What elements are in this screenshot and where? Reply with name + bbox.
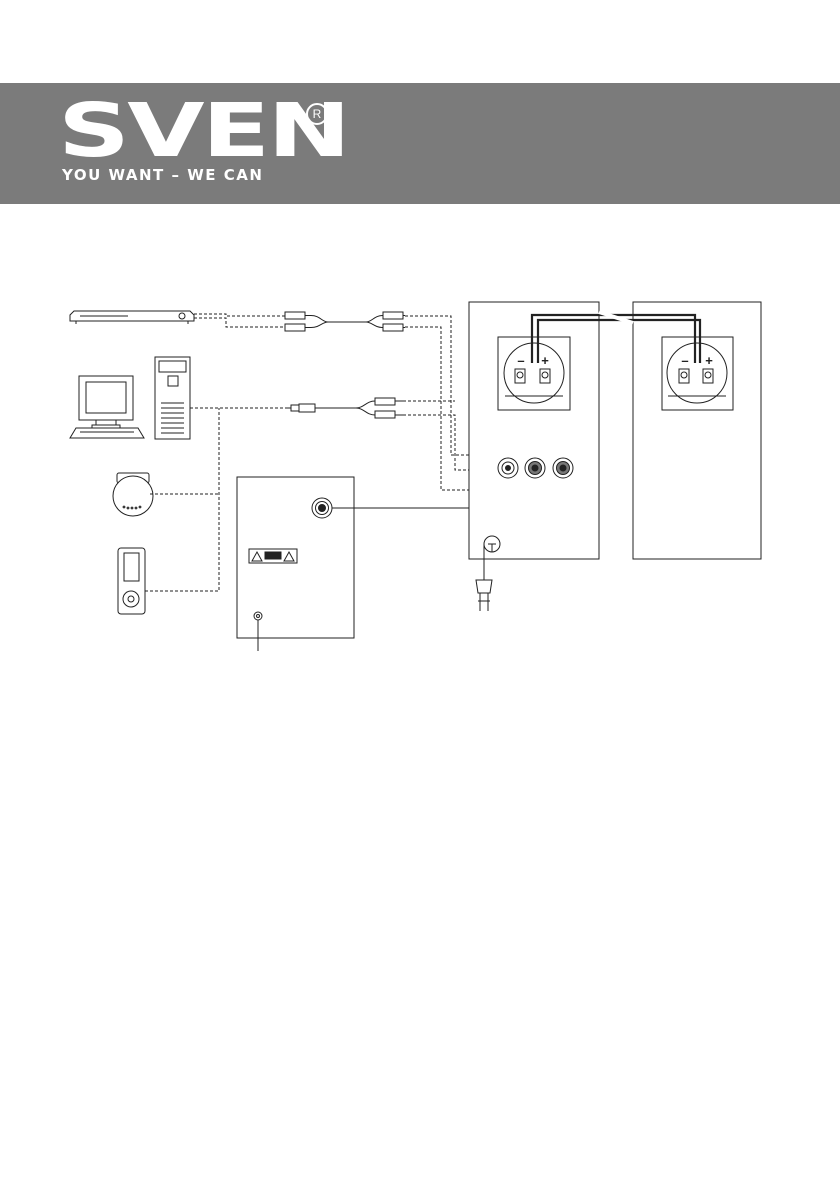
rca-cable-dvd (285, 312, 405, 331)
passive-speaker-unit (633, 302, 761, 559)
dvd-player-icon (70, 311, 194, 324)
cd-player-icon (113, 473, 153, 516)
terminal-plus-label-2: + (705, 353, 713, 368)
terminal-minus-label-2: – (681, 353, 688, 368)
subwoofer-unit (237, 477, 354, 651)
jack-to-rca-cable (285, 398, 403, 418)
computer-monitor-icon (70, 376, 144, 438)
pc-tower-icon (155, 357, 190, 439)
mp3-player-icon (118, 548, 145, 614)
terminal-minus-label-1: – (517, 353, 524, 368)
terminal-plus-label-1: + (541, 353, 549, 368)
active-speaker-unit (469, 302, 599, 559)
